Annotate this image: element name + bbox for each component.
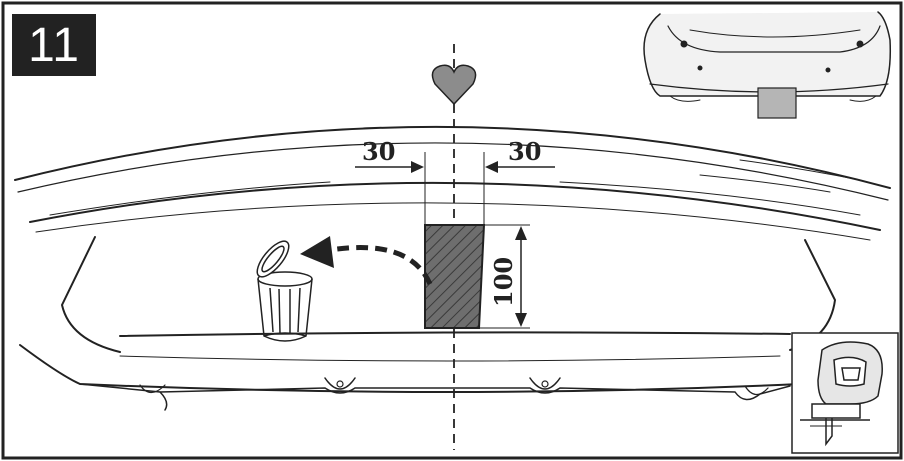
step-number: 11: [28, 18, 80, 72]
discard-arrow: [300, 236, 433, 286]
jigsaw-icon: [800, 341, 883, 447]
dimension-guides: [355, 152, 555, 329]
heart-icon: [431, 64, 477, 106]
trash-can-icon: [256, 240, 313, 342]
car-rear-bumper-icon: [643, 11, 892, 119]
bumper-outline: [14, 125, 891, 411]
cutout-area: [424, 224, 486, 329]
step-number-badge: 11: [12, 14, 96, 76]
dimension-height: 100: [489, 257, 518, 307]
dimension-right: 30: [508, 137, 541, 166]
dimension-left: 30: [362, 137, 395, 166]
jigsaw-inset: [791, 332, 899, 454]
